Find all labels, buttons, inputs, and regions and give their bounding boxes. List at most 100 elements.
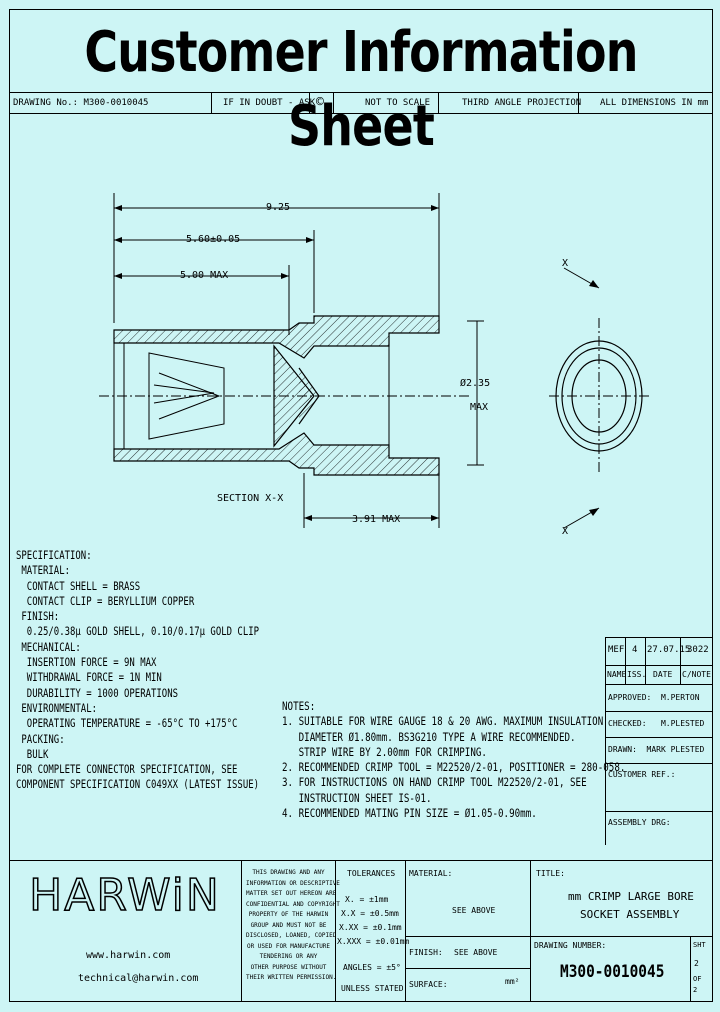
dim-diameter-max: MAX [470, 402, 489, 413]
divider [605, 737, 713, 738]
harwin-logo: HARWiN [28, 869, 221, 922]
divider [625, 637, 626, 684]
units-note: ALL DIMENSIONS IN mm [600, 98, 709, 108]
finish-label: FINISH: [409, 948, 443, 957]
assembly-drg: ASSEMBLY DRG: [608, 818, 671, 827]
divider [605, 637, 713, 638]
dim-strip-length: 5.60±0.05 [186, 234, 241, 245]
approved-by: APPROVED: M.PERTON [608, 693, 700, 702]
divider [405, 936, 713, 937]
revision-table: MEF 4 27.07.15 3022 NAME ISS. DATE C/NOT… [605, 637, 713, 845]
checked-by: CHECKED: M.PLESTED [608, 719, 705, 728]
drawing-no-header: DRAWING No.: M300-0010045 [13, 98, 149, 108]
drawing-frame [9, 9, 713, 1002]
divider [530, 860, 531, 1002]
note-line: 2. RECOMMENDED CRIMP TOOL = M22520/2-01,… [282, 760, 626, 775]
tolerances-label: TOLERANCES [347, 869, 396, 878]
divider [605, 811, 713, 812]
specification-line: MECHANICAL: [16, 639, 81, 654]
surface-value: mm² [505, 977, 520, 986]
rev-header-change: C/NOTE [682, 670, 711, 679]
specification-line: DURABILITY = 1000 OPERATIONS [16, 685, 179, 700]
note-line: DIAMETER Ø1.80mm. BS3G210 TYPE A WIRE RE… [282, 729, 576, 744]
rev-header-iss: ISS. [627, 670, 647, 679]
divider [405, 968, 530, 969]
section-label: SECTION X-X [217, 493, 284, 504]
tolerance-x: X. = ±1mm [345, 895, 389, 904]
divider [605, 665, 713, 666]
section-mark-top: X [562, 258, 569, 269]
note-line: INSTRUCTION SHEET IS-01. [282, 790, 432, 805]
divider [309, 92, 310, 113]
divider [578, 92, 579, 113]
projection-note: THIRD ANGLE PROJECTION [462, 98, 582, 108]
rev-issue: 4 [632, 645, 638, 655]
rev-name: MEF [608, 645, 625, 655]
rev-date: 27.07.15 [647, 645, 691, 655]
divider [211, 92, 212, 113]
note-line: NOTES: [282, 699, 316, 713]
divider [335, 860, 336, 1002]
specification-line: SPECIFICATION: [16, 548, 92, 562]
dim-diameter: Ø2.35 [460, 378, 491, 389]
finish-value: SEE ABOVE [454, 948, 498, 957]
specification-line: FINISH: [16, 609, 60, 624]
tolerance-unless: UNLESS STATED [341, 984, 404, 993]
email-link[interactable]: technical@harwin.com [78, 973, 199, 984]
rev-header-date: DATE [653, 670, 673, 679]
divider [605, 763, 713, 764]
divider [9, 113, 713, 114]
specification-line: ENVIRONMENTAL: [16, 700, 98, 715]
divider [605, 711, 713, 712]
rev-header-name: NAME [607, 670, 627, 679]
note-line: 3. FOR INSTRUCTIONS ON HAND CRIMP TOOL M… [282, 775, 587, 790]
specification-line: PACKING: [16, 731, 65, 746]
sheet-title: Customer Information Sheet [84, 20, 638, 159]
surface-label: SURFACE: [409, 980, 448, 989]
sheet-number: 2 [694, 959, 699, 968]
divider [605, 637, 606, 845]
specification-line: OPERATING TEMPERATURE = -65°C TO +175°C [16, 716, 238, 731]
technical-drawing [99, 193, 649, 529]
divider [241, 860, 242, 1002]
material-label: MATERIAL: [409, 869, 453, 878]
divider [680, 637, 681, 684]
part-title-line2: SOCKET ASSEMBLY [580, 908, 680, 921]
note-line: 1. SUITABLE FOR WIRE GAUGE 18 & 20 AWG. … [282, 714, 604, 729]
divider [405, 860, 406, 1002]
specification-line: 0.25/0.38µ GOLD SHELL, 0.10/0.17µ GOLD C… [16, 624, 260, 639]
specification-line: COMPONENT SPECIFICATION C049XX (LATEST I… [16, 777, 260, 792]
copyright-icon: © [316, 95, 324, 110]
rev-change: 3022 [687, 645, 709, 655]
specification-line: BULK [16, 746, 49, 761]
tolerance-angles: ANGLES = ±5° [343, 963, 401, 972]
note-line: 4. RECOMMENDED MATING PIN SIZE = Ø1.05-0… [282, 806, 537, 821]
divider [690, 936, 691, 1002]
website-link[interactable]: www.harwin.com [86, 950, 171, 961]
specification-line: WITHDRAWAL FORCE = 1N MIN [16, 670, 162, 685]
tolerance-xx: X.X = ±0.5mm [341, 909, 399, 918]
section-mark-bottom: X [562, 526, 569, 537]
divider [333, 92, 334, 113]
drawing-number-label: DRAWING NUMBER: [534, 941, 607, 950]
specification-line: CONTACT SHELL = BRASS [16, 578, 141, 593]
dim-overall-length: 9.25 [266, 202, 291, 213]
specification-line: FOR COMPLETE CONNECTOR SPECIFICATION, SE… [16, 762, 238, 777]
notes-block: NOTES:1. SUITABLE FOR WIRE GAUGE 18 & 20… [282, 699, 625, 821]
divider [438, 92, 439, 113]
divider [605, 684, 713, 685]
divider [645, 637, 646, 684]
title-label: TITLE: [536, 869, 565, 878]
scale-note: NOT TO SCALE [365, 98, 431, 108]
material-value: SEE ABOVE [452, 906, 496, 915]
sheet-label: SHT [693, 941, 706, 949]
dim-rear-length: 3.91 MAX [352, 514, 401, 525]
drawing-number: M300-0010045 [560, 962, 665, 982]
sheet-of: OF 2 [693, 975, 702, 994]
drawn-by: DRAWN: MARK PLESTED [608, 745, 705, 754]
tolerance-xxx: X.XX = ±0.1mm [339, 923, 402, 932]
part-title-line1: mm CRIMP LARGE BORE [568, 890, 694, 903]
specification-line: CONTACT CLIP = BERYLLIUM COPPER [16, 593, 195, 608]
if-in-doubt: IF IN DOUBT - ASK [223, 98, 316, 108]
divider [9, 92, 713, 93]
